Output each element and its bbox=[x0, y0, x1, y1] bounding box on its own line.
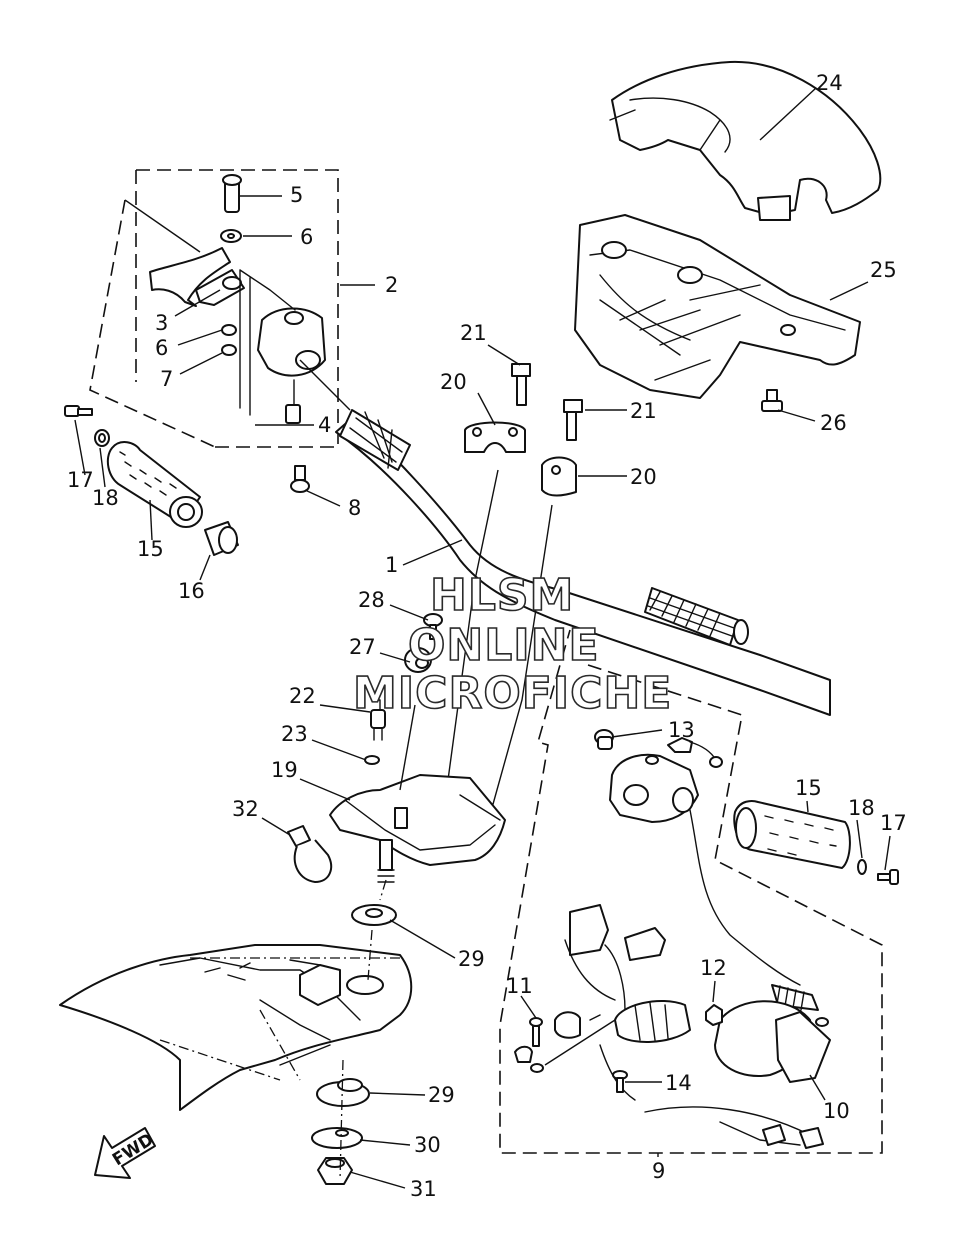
clamp-20-right bbox=[541, 456, 577, 497]
label-18-left: 18 bbox=[92, 486, 119, 510]
fwd-arrow: FWD bbox=[94, 1127, 157, 1179]
end-plug-16 bbox=[204, 521, 239, 556]
label-21-left: 21 bbox=[460, 321, 487, 345]
grommet-29-upper bbox=[351, 904, 397, 926]
label-23: 23 bbox=[281, 722, 308, 746]
label-28: 28 bbox=[358, 588, 385, 612]
switch-group-outline bbox=[499, 629, 883, 1154]
bolt-21-left bbox=[511, 363, 531, 406]
label-15-right: 15 bbox=[795, 776, 822, 800]
label-9: 9 bbox=[652, 1159, 665, 1183]
label-1: 1 bbox=[385, 553, 398, 577]
handlebar-grip-knurl-left bbox=[339, 409, 411, 471]
label-11: 11 bbox=[506, 974, 533, 998]
washer-6-upper bbox=[220, 229, 242, 243]
label-32: 32 bbox=[232, 797, 259, 821]
label-26: 26 bbox=[820, 411, 847, 435]
label-18-right: 18 bbox=[848, 796, 875, 820]
hull-body bbox=[59, 929, 413, 1111]
watermark-line-2: ONLINE bbox=[408, 620, 600, 671]
throttle-lever bbox=[124, 199, 245, 307]
leader-lines bbox=[74, 87, 891, 1189]
screw-11 bbox=[514, 1017, 544, 1073]
label-3: 3 bbox=[155, 311, 168, 335]
switch-housing-right bbox=[609, 737, 723, 823]
pin-5 bbox=[222, 174, 242, 213]
bolt-17-left bbox=[64, 405, 93, 417]
grip-15-left bbox=[106, 441, 203, 528]
watermark-line-3: MICROFICHE bbox=[353, 668, 672, 719]
label-21-right: 21 bbox=[630, 399, 657, 423]
handlebar bbox=[335, 409, 831, 816]
bolt-21-right bbox=[563, 399, 583, 441]
switch-bracket-19 bbox=[329, 704, 506, 901]
label-8: 8 bbox=[348, 496, 361, 520]
throttle-housing bbox=[239, 269, 351, 421]
grip-15-right bbox=[733, 800, 851, 869]
clip-7 bbox=[221, 344, 237, 356]
throttle-group-outline bbox=[89, 169, 339, 448]
screw-14 bbox=[612, 1070, 628, 1093]
label-5: 5 bbox=[290, 183, 303, 207]
label-15-left: 15 bbox=[137, 537, 164, 561]
label-17-left: 17 bbox=[67, 468, 94, 492]
label-14: 14 bbox=[665, 1071, 692, 1095]
label-13: 13 bbox=[668, 718, 695, 742]
label-17-right: 17 bbox=[880, 811, 907, 835]
label-19: 19 bbox=[271, 758, 298, 782]
washer-30 bbox=[311, 1127, 363, 1149]
spring-grip-10 bbox=[714, 984, 831, 1083]
band-32 bbox=[287, 825, 333, 883]
watermark: HLSM ONLINE MICROFICHE bbox=[352, 569, 672, 720]
handlebar-cover-25 bbox=[574, 214, 861, 399]
clamp-20-left bbox=[464, 421, 526, 453]
part-number-labels: 5 6 2 3 6 7 4 8 24 25 26 21 20 21 20 17 … bbox=[67, 71, 907, 1201]
label-4: 4 bbox=[318, 413, 331, 437]
washer-18-left bbox=[94, 429, 110, 447]
label-31: 31 bbox=[410, 1177, 437, 1201]
button-13 bbox=[594, 729, 614, 750]
wire-harness bbox=[689, 809, 801, 986]
label-20-left: 20 bbox=[440, 370, 467, 394]
spring-4 bbox=[285, 404, 301, 424]
label-24: 24 bbox=[816, 71, 843, 95]
bolt-26 bbox=[761, 389, 783, 412]
label-30: 30 bbox=[414, 1133, 441, 1157]
label-20-right: 20 bbox=[630, 465, 657, 489]
label-6-upper: 6 bbox=[300, 225, 313, 249]
bolt-8 bbox=[290, 465, 310, 493]
handlebar-cover-24 bbox=[609, 60, 882, 221]
nut-31 bbox=[317, 1059, 353, 1185]
screw-28 bbox=[423, 613, 443, 640]
label-7: 7 bbox=[160, 367, 173, 391]
switch-22 bbox=[370, 699, 386, 741]
grommet-29-lower bbox=[316, 1078, 370, 1107]
label-25: 25 bbox=[870, 258, 897, 282]
washer-6-lower bbox=[221, 324, 237, 336]
washer-23 bbox=[364, 755, 380, 765]
label-29-lower: 29 bbox=[428, 1083, 455, 1107]
label-2: 2 bbox=[385, 273, 398, 297]
nut-12 bbox=[705, 1004, 723, 1026]
handlebar-grip-knurl-right bbox=[644, 587, 749, 646]
label-6-lower: 6 bbox=[155, 336, 168, 360]
label-12: 12 bbox=[700, 956, 727, 980]
label-22: 22 bbox=[289, 684, 316, 708]
washer-18-right bbox=[857, 859, 867, 875]
switch-assembly-9 bbox=[554, 904, 824, 1149]
label-10: 10 bbox=[823, 1099, 850, 1123]
label-27: 27 bbox=[349, 635, 376, 659]
label-16: 16 bbox=[178, 579, 205, 603]
watermark-line-1: HLSM bbox=[430, 570, 574, 621]
bolt-17-right bbox=[877, 869, 899, 885]
label-29-upper: 29 bbox=[458, 947, 485, 971]
